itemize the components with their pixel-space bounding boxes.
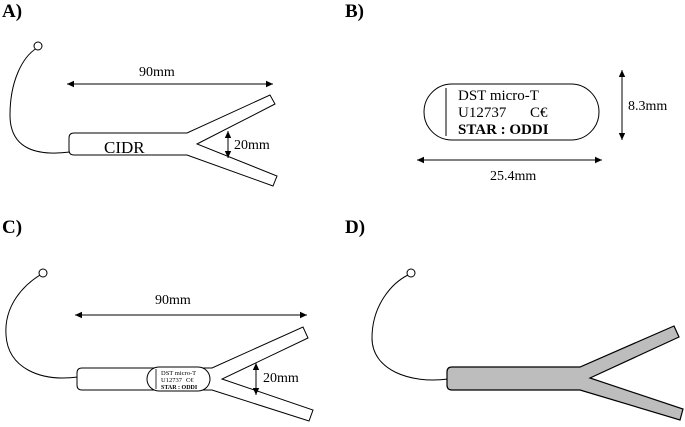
tag-ce-mark: C€ <box>530 105 548 121</box>
coated-cidr-outline <box>446 325 684 421</box>
attached-tag-outline <box>146 366 211 392</box>
panel-a: A) CIDR 90mm 20mm <box>2 1 278 187</box>
attached-tag-model-text: DST micro-T <box>161 370 196 377</box>
panel-b-label: B) <box>345 1 364 22</box>
tail-loop <box>33 41 43 51</box>
panel-a-label: A) <box>2 1 22 22</box>
tail-loop-d <box>406 268 416 278</box>
tail-loop-c <box>38 268 48 278</box>
length-dimension-label: 90mm <box>139 65 175 80</box>
arm-gap-label-c: 20mm <box>263 371 299 386</box>
attached-tag-serial-text: U12737 <box>161 377 183 384</box>
attached-tag-ce-mark: C€ <box>186 377 194 384</box>
cidr-label: CIDR <box>104 138 145 157</box>
cidr-tail-wire-d <box>371 274 449 381</box>
tag-width-label: 25.4mm <box>490 169 536 184</box>
panel-b: B) DST micro-T U12737 C€ STAR : ODDI 8.3… <box>345 1 667 184</box>
panel-d-label: D) <box>345 217 365 238</box>
panel-d: D) <box>345 217 684 421</box>
data-logger-tag-outline <box>423 83 600 141</box>
cidr-device-outline <box>68 94 278 187</box>
cidr-tail-wire-c <box>5 274 79 379</box>
cidr-tail-wire <box>9 47 71 154</box>
arm-gap-label: 20mm <box>234 138 270 153</box>
tag-serial-text: U12737 <box>458 105 507 121</box>
tag-maker-text: STAR : ODDI <box>458 122 549 138</box>
attached-tag-maker-text: STAR : ODDI <box>161 385 198 391</box>
length-dimension-label-c: 90mm <box>155 293 191 308</box>
panel-c: C) DST micro-T U12737 C€ STAR : ODDI 90m… <box>2 217 314 422</box>
tag-model-text: DST micro-T <box>458 88 539 104</box>
panel-c-label: C) <box>2 217 22 238</box>
tag-height-label: 8.3mm <box>628 99 667 114</box>
